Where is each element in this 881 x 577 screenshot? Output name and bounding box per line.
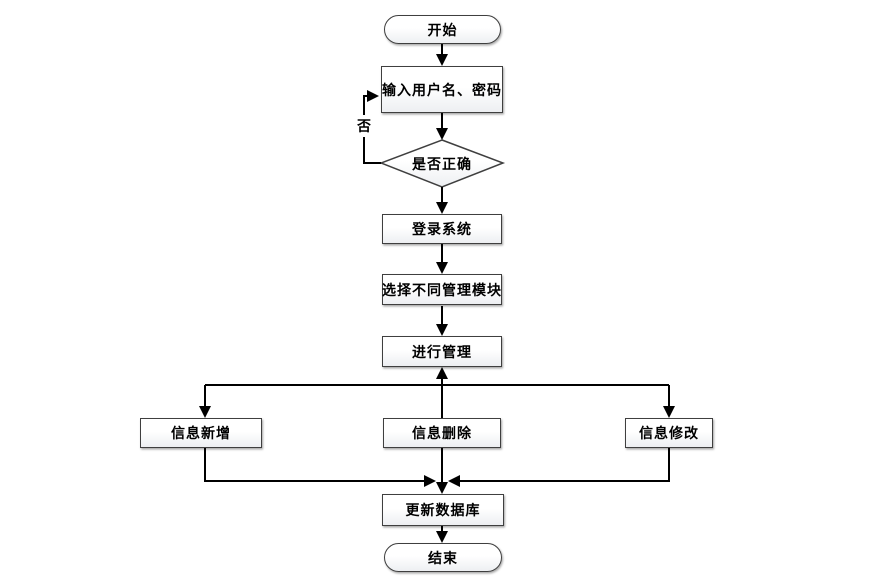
node-select-module-label: 选择不同管理模块 — [382, 282, 502, 299]
node-info-add: 信息新增 — [140, 418, 262, 448]
node-login-system: 登录系统 — [382, 214, 502, 244]
node-login-system-label: 登录系统 — [412, 222, 472, 238]
edge-modify-to-junction — [448, 448, 670, 487]
node-decision-correct-label: 是否正确 — [412, 156, 472, 173]
node-end-label: 结束 — [428, 550, 458, 567]
node-info-modify: 信息修改 — [625, 418, 713, 448]
node-input-credentials: 输入用户名、密码 — [381, 66, 503, 113]
node-manage-label: 进行管理 — [412, 344, 472, 361]
edge-label-no: 否 — [353, 115, 375, 137]
node-start-label: 开始 — [427, 22, 458, 39]
node-decision-correct: 是否正确 — [381, 140, 503, 187]
node-info-modify-label: 信息修改 — [639, 426, 699, 442]
node-info-add-label: 信息新增 — [171, 426, 231, 442]
node-info-delete-label: 信息删除 — [412, 426, 472, 442]
node-select-module: 选择不同管理模块 — [382, 274, 502, 305]
node-input-credentials-label: 输入用户名、密码 — [382, 82, 502, 99]
node-update-database-label: 更新数据库 — [405, 503, 481, 519]
node-manage: 进行管理 — [382, 336, 502, 367]
edge-add-to-junction — [204, 448, 436, 487]
edge-label-no-text: 否 — [357, 119, 371, 135]
node-end: 结束 — [384, 543, 502, 572]
node-update-database: 更新数据库 — [382, 494, 504, 526]
node-start: 开始 — [384, 15, 501, 44]
node-info-delete: 信息删除 — [383, 418, 501, 448]
